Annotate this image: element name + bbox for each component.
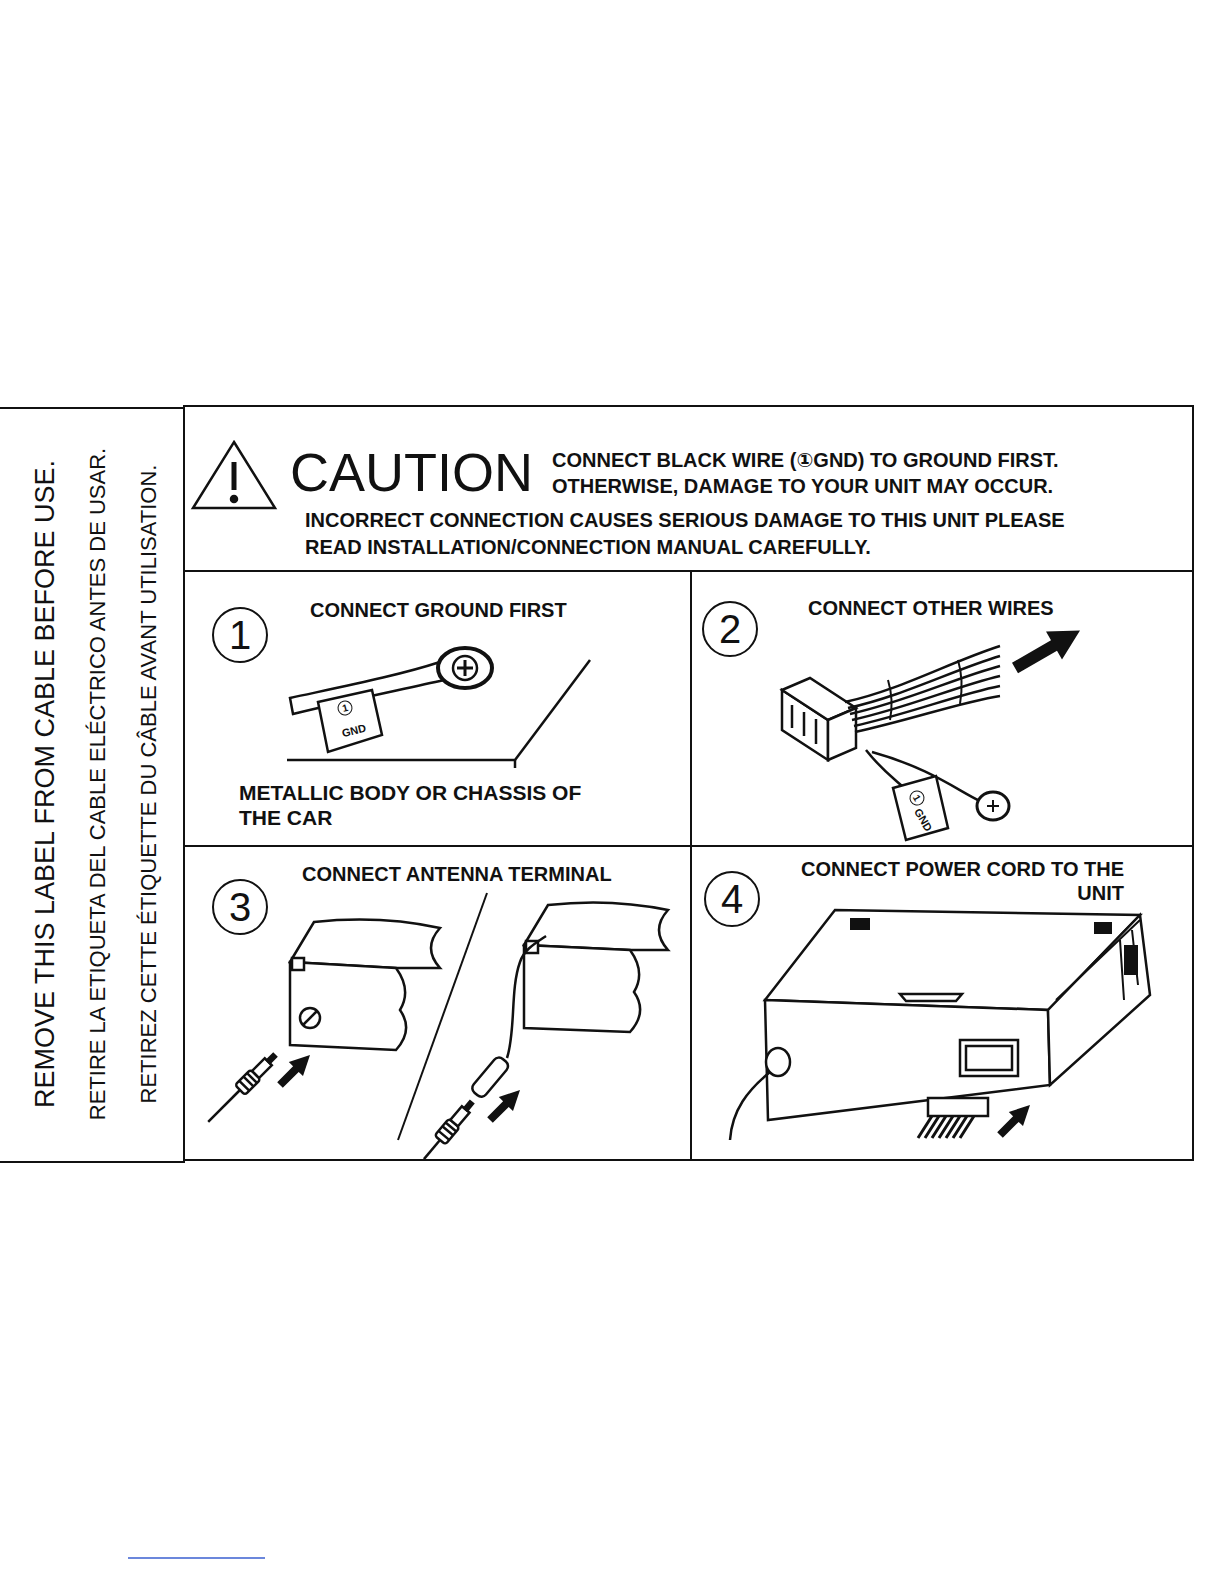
ground-wire-part <box>318 690 382 752</box>
antenna-plug-left-part <box>239 1073 257 1091</box>
radio-unit-part <box>1094 922 1112 934</box>
step-heading: CONNECT POWER CORD TO THE UNIT <box>784 857 1124 905</box>
step-number: 2 <box>702 601 758 657</box>
antenna-plug-left <box>203 1050 279 1126</box>
step-number: 4 <box>704 871 760 927</box>
step-heading: CONNECT OTHER WIRES <box>808 596 1054 620</box>
radio-unit-part <box>900 994 962 1001</box>
harness-connector <box>782 646 1009 840</box>
harness-connector-part <box>828 708 856 760</box>
radio-unit-part <box>850 918 870 930</box>
radio-unit-part <box>1056 920 1140 1000</box>
radio-corner-right-part <box>524 945 640 1032</box>
antenna-adapter <box>470 1055 511 1099</box>
surface-note: METALLIC BODY OR CHASSIS OF THE CAR <box>239 780 601 830</box>
ground-wire-part <box>457 660 473 676</box>
harness-connector-part <box>854 686 1000 726</box>
radio-unit-part <box>1124 945 1138 975</box>
antenna-plug-left-part <box>208 1090 240 1122</box>
antenna-arrow-right <box>487 1090 520 1123</box>
page-mark <box>128 1558 265 1559</box>
removal-note: RETIRE LA ETIQUETA DEL CABLE ELÉCTRICO A… <box>83 409 113 1159</box>
warning-triangle <box>193 442 275 508</box>
caution-text: CONNECT BLACK WIRE (①GND) TO GROUND FIRS… <box>552 447 1177 499</box>
radio-corner-left-part <box>292 958 304 970</box>
ground-wire-part <box>453 656 477 680</box>
radio-unit-part <box>966 1046 1012 1070</box>
radio-unit-part <box>1048 915 1150 1085</box>
ground-wire <box>290 648 492 752</box>
antenna-adapter-part <box>470 1055 511 1099</box>
caution-title: CAUTION <box>290 443 533 501</box>
step-number: 3 <box>212 879 268 935</box>
caution-text: INCORRECT CONNECTION CAUSES SERIOUS DAMA… <box>305 507 1105 561</box>
harness-connector-part <box>987 800 999 812</box>
antenna-plug-right-part <box>438 1122 456 1139</box>
warning-triangle-part <box>193 442 275 508</box>
antenna-plug-left-part <box>267 1054 276 1063</box>
radio-corner-right <box>507 902 668 1058</box>
harness-connector-part <box>888 660 962 720</box>
harness-connector-part <box>855 696 1000 732</box>
harness-connector-part <box>792 705 816 744</box>
step-panel: 2 CONNECT OTHER WIRES <box>690 570 1194 847</box>
harness-connector-part <box>977 792 1009 820</box>
antenna-arrow-left <box>277 1055 310 1088</box>
antenna-arrow-right-part <box>487 1090 520 1123</box>
page-mark-part <box>128 1557 265 1559</box>
removal-note: RETIREZ CETTE ÉTIQUETTE DU CÂBLE AVANT U… <box>134 409 164 1159</box>
antenna-plug-right-part <box>424 1140 440 1159</box>
radio-unit-part <box>960 1040 1018 1076</box>
step-heading: CONNECT GROUND FIRST <box>310 598 567 622</box>
radio-corner-left-part <box>300 1008 320 1028</box>
radio-corner-left-part <box>290 962 406 1050</box>
step-panel: 4 CONNECT POWER CORD TO THE UNIT <box>690 845 1194 1161</box>
radio-corner-left <box>290 920 440 1050</box>
power-plug-part <box>928 1098 988 1116</box>
power-plug-part <box>918 1116 974 1138</box>
warning-triangle-part <box>232 462 237 490</box>
ground-wire-part <box>438 648 492 688</box>
radio-unit-part <box>730 1072 770 1140</box>
harness-connector-part <box>893 776 948 840</box>
radio-corner-left-part <box>290 920 440 968</box>
radio-unit <box>730 910 1150 1140</box>
antenna-plug-right-part <box>464 1101 473 1110</box>
antenna-plug-right <box>419 1098 477 1164</box>
power-arrow-part <box>997 1105 1030 1138</box>
remove-label-band: REMOVE THIS LABEL FROM CABLE BEFORE USE.… <box>0 407 185 1163</box>
radio-corner-right-part <box>524 902 668 950</box>
power-arrow <box>997 1105 1030 1138</box>
step-panel: 1 CONNECT GROUND FIRST METALLIC BODY OR CH… <box>183 570 692 847</box>
radio-corner-right-part <box>507 936 546 1058</box>
radio-unit-part <box>765 1000 1050 1120</box>
power-plug <box>918 1098 988 1138</box>
step-panel: 3 CONNECT ANTENNA TERMINAL <box>183 845 692 1161</box>
step-heading: CONNECT ANTENNA TERMINAL <box>302 862 612 886</box>
wire-arrow <box>1012 631 1080 674</box>
step-number: 1 <box>212 607 268 663</box>
radio-corner-left-part <box>303 1011 317 1025</box>
warning-triangle-part <box>231 496 237 502</box>
chassis-floor-part <box>514 760 517 768</box>
wire-arrow-part <box>1012 631 1080 674</box>
caution-header: CAUTION CONNECT BLACK WIRE (①GND) TO GROU… <box>183 405 1194 572</box>
removal-note: REMOVE THIS LABEL FROM CABLE BEFORE USE. <box>28 409 62 1159</box>
antenna-arrow-left-part <box>277 1055 310 1088</box>
